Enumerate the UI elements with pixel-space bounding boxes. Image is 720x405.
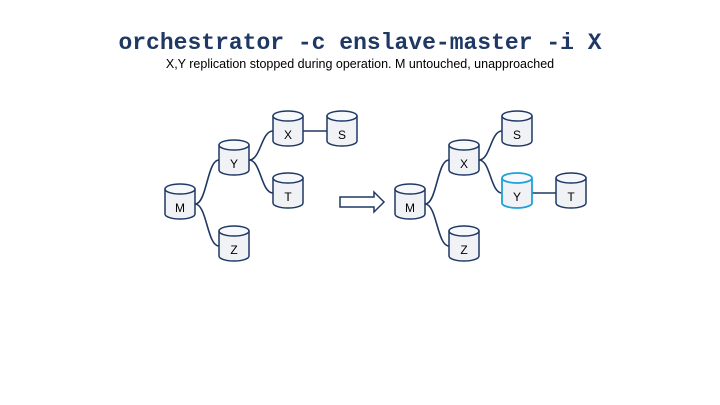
after-db-node-s: S — [501, 110, 533, 147]
db-node-label: T — [567, 190, 575, 204]
database-cap — [394, 183, 426, 195]
database-icon — [501, 178, 533, 209]
db-node-label: Y — [513, 190, 521, 204]
db-node-label: S — [338, 128, 346, 142]
after-db-node-m: M — [394, 183, 426, 220]
database-icon — [218, 145, 250, 176]
database-icon — [448, 231, 480, 262]
database-cap — [218, 139, 250, 151]
database-cap — [501, 172, 533, 184]
db-node-label: S — [513, 128, 521, 142]
database-icon — [164, 189, 196, 220]
database-cap — [448, 139, 480, 151]
before-db-node-z: Z — [218, 225, 250, 262]
db-node-label: M — [405, 201, 415, 215]
database-icon — [394, 189, 426, 220]
after-link-x-s — [478, 130, 503, 161]
before-db-node-t: T — [272, 172, 304, 209]
database-cap — [326, 110, 358, 122]
db-node-label: M — [175, 201, 185, 215]
after-topology: M X Z S Y T — [394, 110, 587, 262]
database-cap — [164, 183, 196, 195]
before-link-y-t — [248, 159, 274, 194]
before-db-node-y: Y — [218, 139, 250, 176]
database-icon — [272, 116, 304, 147]
transition-arrow — [339, 190, 386, 214]
database-icon — [218, 231, 250, 262]
database-cap — [272, 172, 304, 184]
after-link-m-z — [424, 203, 450, 247]
after-db-node-t: T — [555, 172, 587, 209]
after-link-m-x — [424, 159, 450, 205]
database-icon — [555, 178, 587, 209]
db-node-label: T — [284, 190, 292, 204]
db-node-label: X — [284, 128, 292, 142]
before-link-m-z — [194, 203, 220, 247]
database-icon — [272, 178, 304, 209]
after-db-node-z: Z — [448, 225, 480, 262]
db-node-label: X — [460, 157, 468, 171]
db-node-label: Z — [230, 243, 237, 257]
database-icon — [501, 116, 533, 147]
database-cap — [501, 110, 533, 122]
before-link-m-y — [194, 159, 220, 205]
before-link-y-x — [248, 130, 274, 161]
before-db-node-s: S — [326, 110, 358, 147]
before-db-node-x: X — [272, 110, 304, 147]
database-cap — [272, 110, 304, 122]
page-title: orchestrator -c enslave-master -i X — [118, 30, 602, 56]
page-subtitle: X,Y replication stopped during operation… — [165, 57, 555, 71]
db-node-label: Y — [230, 157, 238, 171]
before-db-node-m: M — [164, 183, 196, 220]
after-db-node-x: X — [448, 139, 480, 176]
db-node-label: Z — [460, 243, 467, 257]
database-icon — [448, 145, 480, 176]
database-cap — [218, 225, 250, 237]
after-db-node-y: Y — [501, 172, 533, 209]
after-link-x-y — [478, 159, 503, 194]
database-cap — [555, 172, 587, 184]
database-icon — [326, 116, 358, 147]
before-topology: M Y Z X T S — [164, 110, 358, 262]
database-cap — [448, 225, 480, 237]
